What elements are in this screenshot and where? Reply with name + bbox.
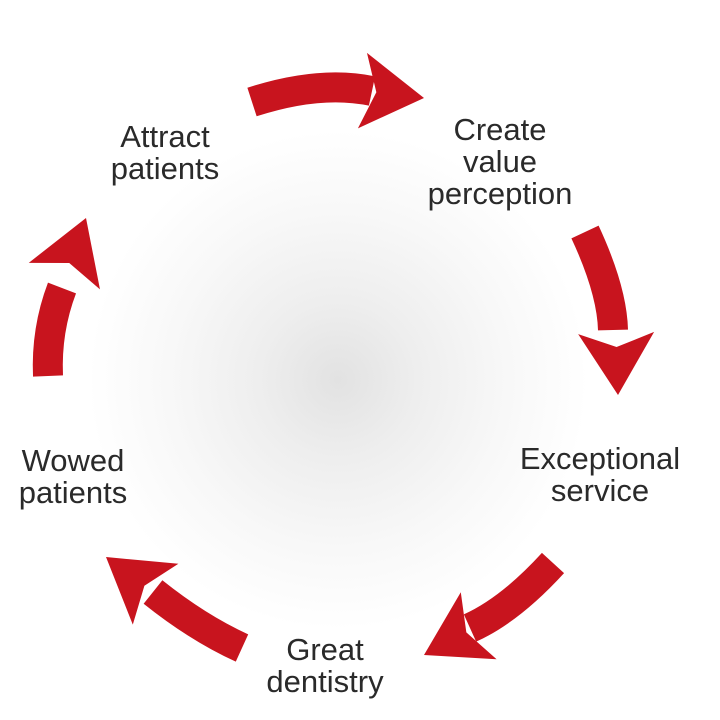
- step-dentistry-line-2: dentistry: [266, 664, 384, 699]
- step-value-line-3: perception: [427, 176, 573, 211]
- arrow-attract-to-value-head: [357, 52, 424, 129]
- step-value-line-1: Create: [453, 112, 547, 147]
- step-attract-line-1: Attract: [120, 119, 210, 154]
- step-dentistry-line-1: Great: [286, 632, 364, 667]
- step-attract-patients: Attract patients: [95, 121, 235, 185]
- arrow-service-to-dentistry-head: [424, 592, 497, 660]
- step-wowed-line-2: patients: [18, 475, 128, 510]
- arrow-service-to-dentistry-shaft: [463, 552, 565, 642]
- arrow-value-to-service-head: [578, 331, 655, 395]
- step-great-dentistry: Great dentistry: [250, 634, 400, 698]
- step-service-line-2: service: [550, 473, 650, 508]
- arrow-dentistry-to-wowed-head: [106, 557, 179, 625]
- arrow-value-to-service-shaft: [571, 225, 628, 331]
- arrow-value-to-service: [571, 225, 655, 395]
- step-attract-line-2: patients: [110, 151, 220, 186]
- arrow-wowed-to-attract-head: [28, 218, 100, 290]
- step-create-value-perception: Create value perception: [410, 114, 590, 210]
- step-service-line-1: Exceptional: [519, 441, 681, 476]
- arrow-dentistry-to-wowed-shaft: [143, 580, 249, 662]
- arrow-attract-to-value-shaft: [247, 72, 376, 117]
- arrow-wowed-to-attract-shaft: [32, 282, 77, 377]
- step-wowed-patients: Wowed patients: [8, 445, 138, 509]
- step-value-line-2: value: [462, 144, 538, 179]
- step-exceptional-service: Exceptional service: [505, 443, 695, 507]
- arrow-service-to-dentistry: [424, 552, 565, 660]
- step-wowed-line-1: Wowed: [21, 443, 125, 478]
- arrow-attract-to-value: [247, 52, 424, 129]
- arrow-wowed-to-attract: [28, 218, 100, 377]
- arrow-dentistry-to-wowed: [106, 557, 249, 662]
